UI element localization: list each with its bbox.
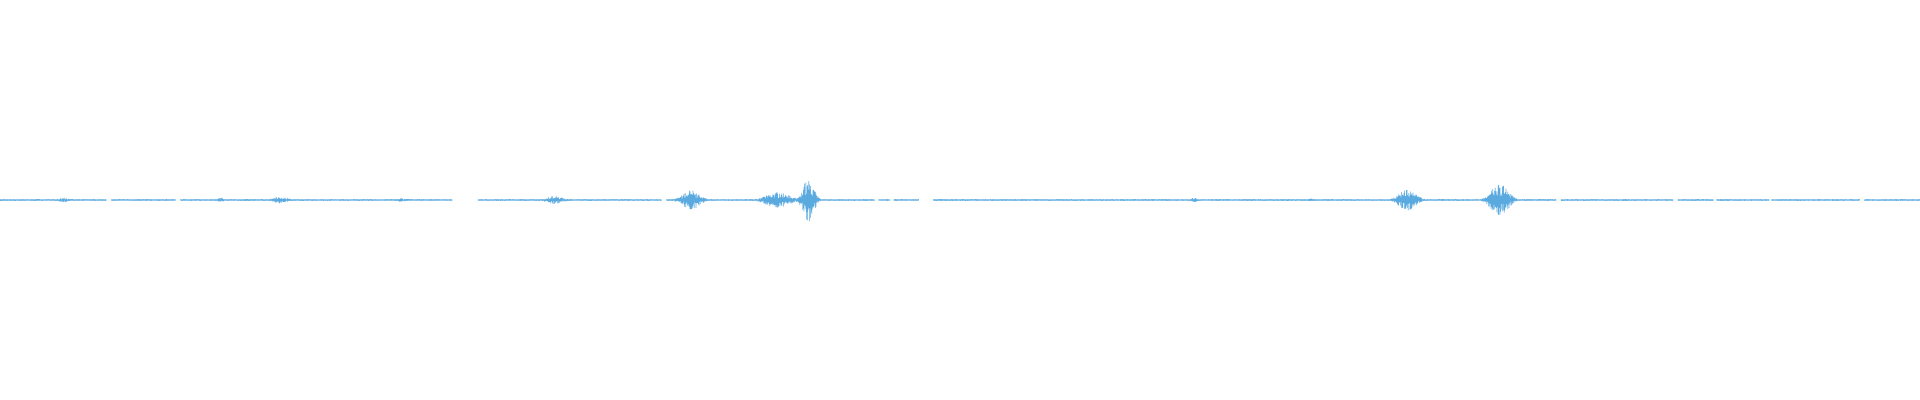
waveform-samples	[0, 181, 1920, 222]
waveform-trace	[0, 181, 1920, 222]
